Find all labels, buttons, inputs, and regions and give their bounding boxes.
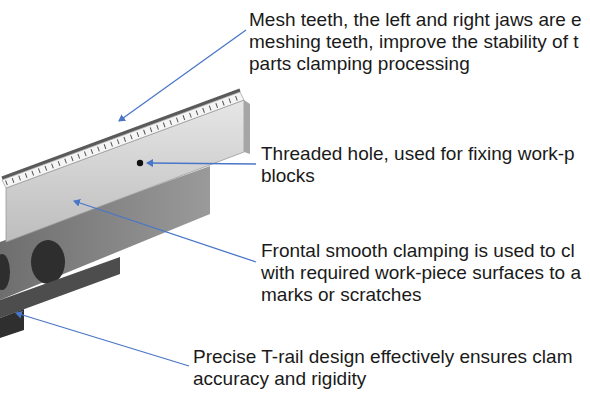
leader-line [74,201,256,262]
callout-text: Frontal smooth clamping is used to cl wi… [261,240,590,306]
ruler-ticks [6,97,240,183]
t-rail-foot [0,309,24,338]
leader-line [147,163,256,164]
callout-text: Precise T-rail design effectively ensure… [193,346,590,390]
bore-hole [0,254,10,290]
callout-text: Threaded hole, used for fixing work-p bl… [261,143,590,187]
end-face [244,100,250,154]
t-rail [0,257,120,318]
bore-hole [31,240,65,284]
threaded-hole [137,160,143,166]
leader-line [119,30,246,121]
leader-line [16,313,189,366]
callout-text: Mesh teeth, the left and right jaws are … [249,9,590,75]
mesh-teeth [2,90,240,178]
ruler-band [2,92,244,188]
